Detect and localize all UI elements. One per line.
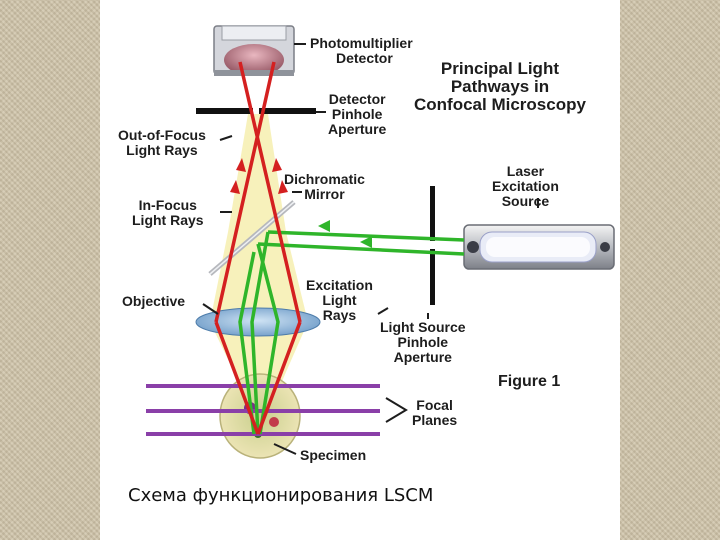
slide-caption: Схема функционирования LSCM bbox=[128, 485, 434, 506]
laser-line-2: Excitation bbox=[492, 178, 559, 194]
out-of-focus-line-2: Light Rays bbox=[126, 142, 198, 158]
focal-planes-line-2: Planes bbox=[412, 412, 458, 428]
excitation-rays bbox=[238, 230, 465, 435]
laser-line-1: Laser bbox=[506, 163, 545, 179]
title-line-1: Principal Light bbox=[440, 59, 559, 78]
laser-source bbox=[463, 224, 615, 270]
dichromatic-mirror-label: Dichromatic Mirror bbox=[284, 172, 365, 202]
dichromatic-line-1: Dichromatic bbox=[284, 171, 365, 187]
title-line-3: Confocal Microscopy bbox=[414, 95, 586, 114]
laser-label: Laser Excitation Source bbox=[492, 164, 559, 209]
in-focus-line-2: Light Rays bbox=[132, 212, 204, 228]
excitation-line-3: Rays bbox=[322, 307, 357, 323]
diagram-title: Principal Light Pathways in Confocal Mic… bbox=[414, 60, 586, 114]
detector-pinhole-label: Detector Pinhole Aperture bbox=[328, 92, 386, 137]
photomultiplier-detector bbox=[213, 25, 295, 76]
objective-label: Objective bbox=[122, 294, 185, 309]
photomultiplier-line-2: Detector bbox=[336, 50, 393, 66]
laser-line-3: Source bbox=[501, 193, 550, 209]
detector-pinhole-line-3: Aperture bbox=[328, 121, 387, 137]
out-of-focus-line-1: Out-of-Focus bbox=[118, 127, 206, 143]
in-focus-line-1: In-Focus bbox=[138, 197, 197, 213]
specimen-text: Specimen bbox=[300, 447, 367, 463]
confocal-diagram: Principal Light Pathways in Confocal Mic… bbox=[118, 22, 616, 466]
detector-pinhole-bar-right bbox=[259, 108, 316, 114]
objective-text: Objective bbox=[122, 293, 186, 309]
focal-planes-label: Focal Planes bbox=[412, 398, 457, 428]
excitation-line-2: Light bbox=[322, 292, 357, 308]
dichromatic-line-2: Mirror bbox=[304, 186, 345, 202]
source-pinhole-line-2: Pinhole bbox=[397, 334, 449, 350]
detector-pinhole-line-2: Pinhole bbox=[331, 106, 383, 122]
out-of-focus-label: Out-of-Focus Light Rays bbox=[118, 128, 206, 158]
title-line-2: Pathways in bbox=[450, 77, 550, 96]
specimen bbox=[219, 373, 301, 459]
source-pinhole-line-3: Aperture bbox=[393, 349, 452, 365]
excitation-label: Excitation Light Rays bbox=[306, 278, 373, 323]
source-pinhole-line-1: Light Source bbox=[380, 319, 466, 335]
in-focus-label: In-Focus Light Rays bbox=[132, 198, 204, 228]
figure-number-text: Figure 1 bbox=[498, 373, 561, 390]
focal-planes-line-1: Focal bbox=[416, 397, 453, 413]
detector-pinhole-bar-left bbox=[196, 108, 253, 114]
emission-rays bbox=[214, 61, 302, 435]
figure-number: Figure 1 bbox=[498, 373, 561, 390]
excitation-line-1: Excitation bbox=[306, 277, 373, 293]
specimen-label: Specimen bbox=[300, 448, 366, 463]
detector-pinhole-line-1: Detector bbox=[328, 91, 386, 107]
source-pinhole-bar-top bbox=[430, 186, 435, 241]
photomultiplier-label: Photomultiplier Detector bbox=[310, 36, 413, 66]
objective-lens bbox=[195, 307, 321, 337]
photomultiplier-line-1: Photomultiplier bbox=[310, 35, 413, 51]
diagram-graphics bbox=[146, 25, 615, 459]
source-pinhole-label: Light Source Pinhole Aperture bbox=[380, 320, 466, 365]
leader-lines bbox=[202, 43, 539, 455]
source-pinhole-bar-bottom bbox=[430, 249, 435, 305]
